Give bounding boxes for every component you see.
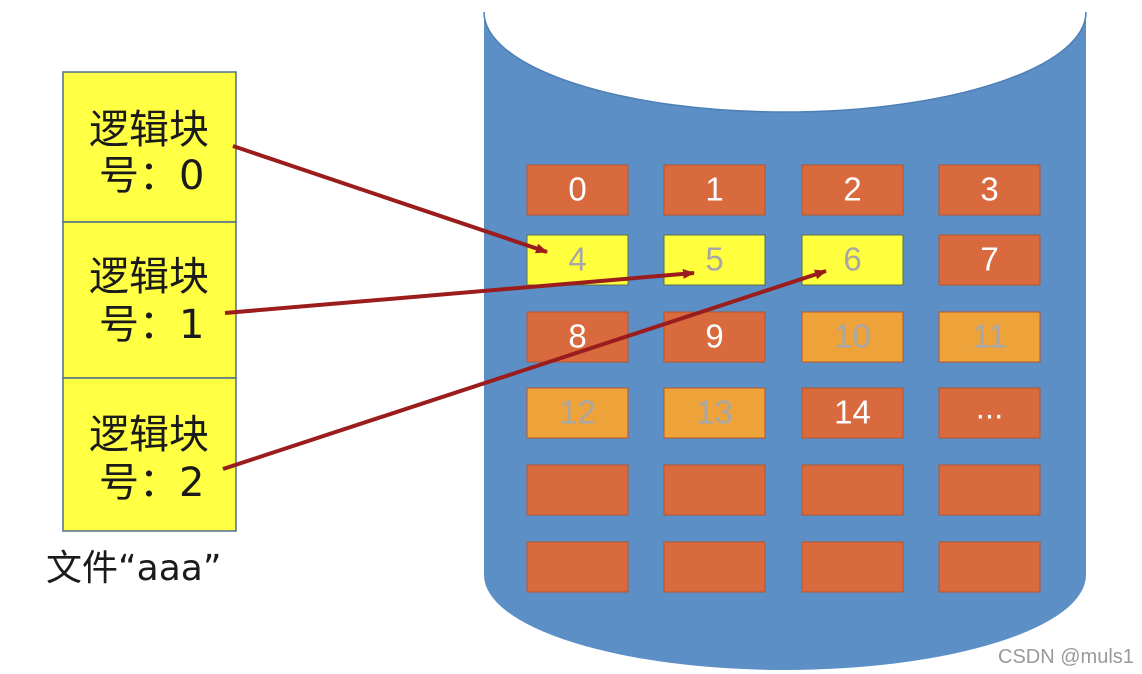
logical-block-2-line2: 号：2 [99, 460, 204, 506]
disk-block-empty-20 [526, 541, 629, 593]
disk-block-label: 12 [559, 394, 596, 431]
logical-block-2-line1: 逻辑块 [89, 412, 209, 458]
arrow-logical-2-to-block-6 [222, 269, 827, 471]
disk-block-label: 14 [834, 394, 871, 431]
disk-block-label: ... [976, 389, 1004, 426]
disk-block-label: 2 [843, 171, 861, 208]
disk-block-label: 5 [705, 241, 723, 278]
mapping-arrows [222, 144, 827, 471]
logical-block-2 [62, 377, 237, 532]
disk-block-label: 10 [834, 318, 871, 355]
logical-block-0-line2: 号：0 [99, 153, 204, 199]
disk-body [484, 0, 1086, 670]
disk-block-13 [663, 387, 766, 439]
disk-block-4 [526, 234, 629, 286]
disk-block-10 [801, 311, 904, 363]
disk-block-empty-19 [938, 464, 1041, 516]
disk-block-1 [663, 164, 766, 216]
disk-block-0 [526, 164, 629, 216]
disk-block-2 [801, 164, 904, 216]
disk-block-empty-21 [663, 541, 766, 593]
disk-block-5 [663, 234, 766, 286]
disk-block-label: 3 [980, 171, 998, 208]
watermark: CSDN @muls1 [998, 646, 1134, 668]
file-logical-blocks: 逻辑块 号：0 逻辑块 号：1 逻辑块 号：2 [62, 71, 237, 532]
disk-block-label: 7 [980, 241, 998, 278]
disk-block-empty-18 [801, 464, 904, 516]
file-caption: 文件“aaa” [46, 548, 221, 589]
disk-block-empty-23 [938, 541, 1041, 593]
disk-block-11 [938, 311, 1041, 363]
disk-block-label: 11 [972, 318, 1006, 355]
disk-block-label: 8 [568, 318, 586, 355]
disk-block-empty-17 [663, 464, 766, 516]
disk-cylinder [483, 0, 1087, 670]
disk-top-rim [483, 11, 1087, 113]
disk-block-label: 0 [568, 171, 586, 208]
disk-block-empty-16 [526, 464, 629, 516]
disk-block-... [938, 387, 1041, 439]
logical-block-1 [62, 221, 237, 379]
logical-block-0-line1: 逻辑块 [89, 107, 209, 153]
disk-block-12 [526, 387, 629, 439]
disk-block-label: 13 [696, 394, 733, 431]
arrow-logical-1-to-block-5 [224, 268, 695, 315]
disk-top-face [484, 0, 1086, 112]
arrow-logical-0-to-block-4 [232, 144, 548, 254]
disk-block-empty-22 [801, 541, 904, 593]
disk-block-label: 6 [843, 241, 861, 278]
disk-block-label: 4 [568, 241, 586, 278]
disk-block-3 [938, 164, 1041, 216]
disk-block-label: 1 [705, 171, 723, 208]
disk-block-14 [801, 387, 904, 439]
disk-block-7 [938, 234, 1041, 286]
logical-block-1-line1: 逻辑块 [89, 254, 209, 300]
logical-block-1-line2: 号：1 [99, 302, 204, 348]
disk-block-label: 9 [705, 318, 723, 355]
